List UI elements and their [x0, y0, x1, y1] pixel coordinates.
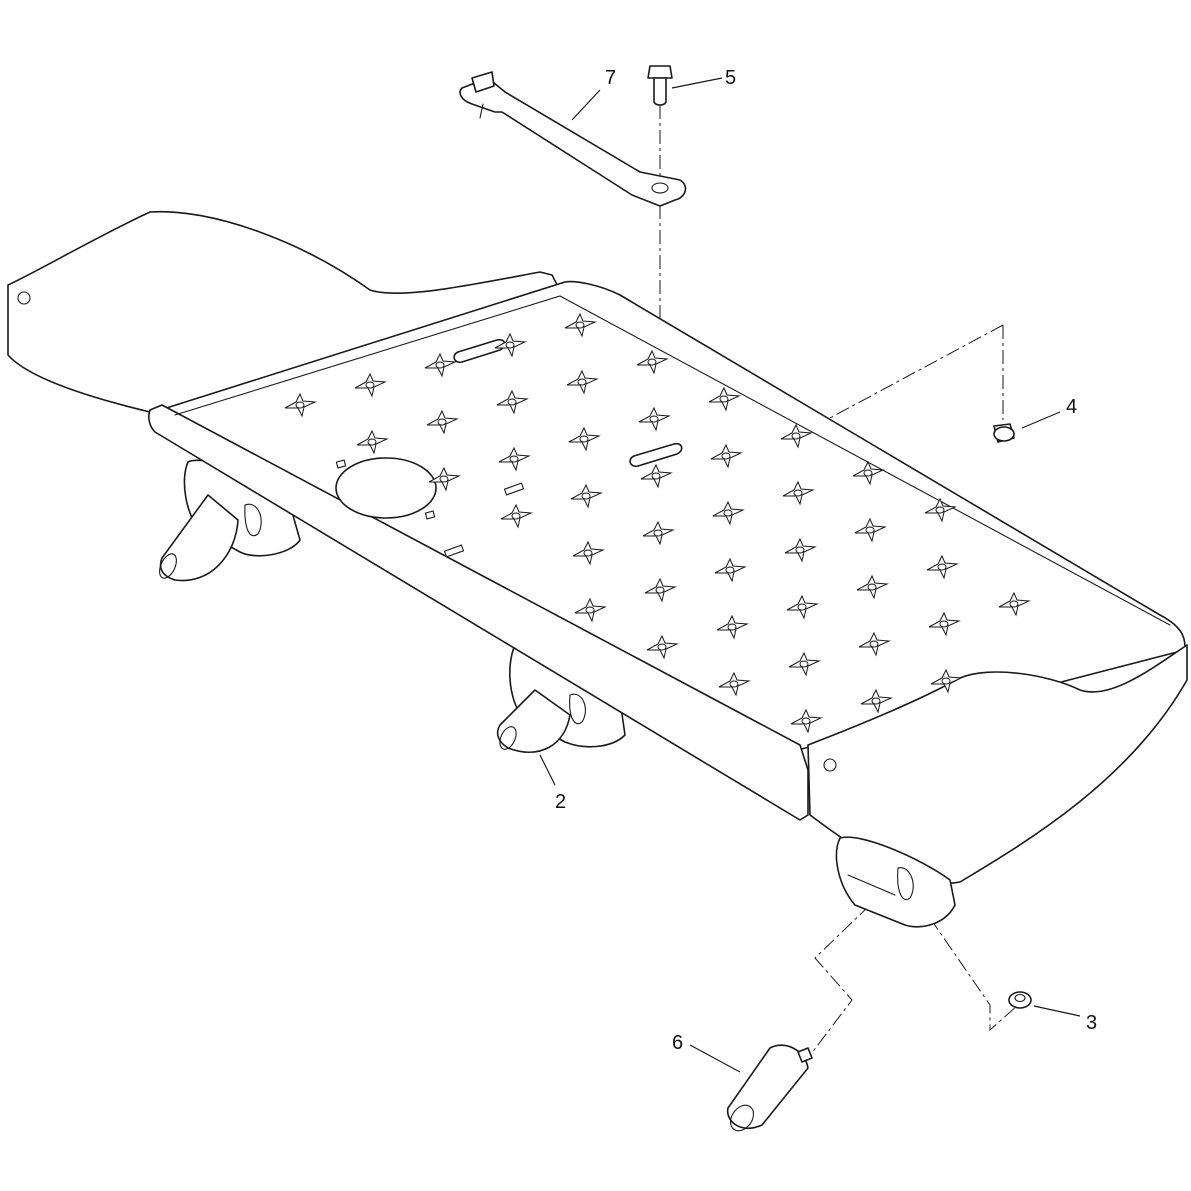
tread-bump-hub	[727, 623, 737, 631]
tread-bump-hub	[511, 512, 521, 520]
part-7-bumper	[726, 1044, 813, 1132]
tread-bump-hub	[505, 341, 515, 349]
tread-pattern	[284, 312, 1031, 734]
tread-bump-hub	[721, 452, 731, 460]
tread-bump-hub	[791, 432, 801, 440]
tread-bump-hub	[581, 492, 591, 500]
tread-bump-hub	[863, 469, 873, 477]
tread-bump-hub	[725, 566, 735, 574]
tread-bump-hub	[651, 472, 661, 480]
callout-2: 2	[555, 791, 566, 813]
tread-bump-hub	[435, 361, 445, 369]
tread-bump-hub	[653, 529, 663, 537]
tread-bump-hub	[367, 438, 377, 446]
rear-bumper-left	[159, 459, 301, 582]
callout-3: 3	[1086, 1012, 1097, 1034]
part-6-strap	[459, 71, 687, 207]
tread-bump-hub	[657, 643, 667, 651]
tread-bump-hub	[795, 546, 805, 554]
tread-bump-hub	[365, 381, 375, 389]
tread-bump-hub	[437, 418, 447, 426]
part-5-bolt	[647, 65, 673, 106]
foot-plate	[7, 210, 1188, 884]
tread-bump-hub	[871, 697, 881, 705]
front-bumper-right	[835, 836, 956, 928]
callout-7: 6	[672, 1032, 683, 1054]
tread-bump-hub	[577, 378, 587, 386]
tread-bump-hub	[507, 398, 517, 406]
tread-bump-hub	[867, 583, 877, 591]
callout-leaders	[539, 77, 1081, 1073]
tread-bump-hub	[941, 677, 951, 685]
tread-bump-hub	[439, 475, 449, 483]
tread-bump-hub	[939, 620, 949, 628]
tread-bump-hub	[583, 549, 593, 557]
tread-bump-hub	[723, 509, 733, 517]
tread-bump-hub	[295, 401, 305, 409]
tread-bump-hub	[647, 358, 657, 366]
tread-bump-hub	[1009, 600, 1019, 608]
tread-bump-hub	[801, 717, 811, 725]
tread-bump-hub	[869, 640, 879, 648]
tread-bump-hub	[585, 606, 595, 614]
callout-5: 5	[725, 67, 736, 89]
tread-bump-hub	[799, 660, 809, 668]
tread-bump-hub	[655, 586, 665, 594]
tread-bump-hub	[797, 603, 807, 611]
tread-bump-hub	[575, 321, 585, 329]
tread-bump-hub	[649, 415, 659, 423]
callout-4: 4	[1066, 396, 1077, 418]
part-3-nut	[1008, 991, 1032, 1009]
tread-bump-hub	[865, 526, 875, 534]
tread-bump-hub	[937, 563, 947, 571]
tread-bump-hub	[509, 455, 519, 463]
tread-bump-hub	[729, 680, 739, 688]
tread-bump-hub	[935, 506, 945, 514]
tread-bump-hub	[719, 395, 729, 403]
callout-6: 7	[605, 67, 616, 89]
tread-bump-hub	[793, 489, 803, 497]
part-4-nut	[993, 423, 1015, 443]
tread-bump-hub	[579, 435, 589, 443]
